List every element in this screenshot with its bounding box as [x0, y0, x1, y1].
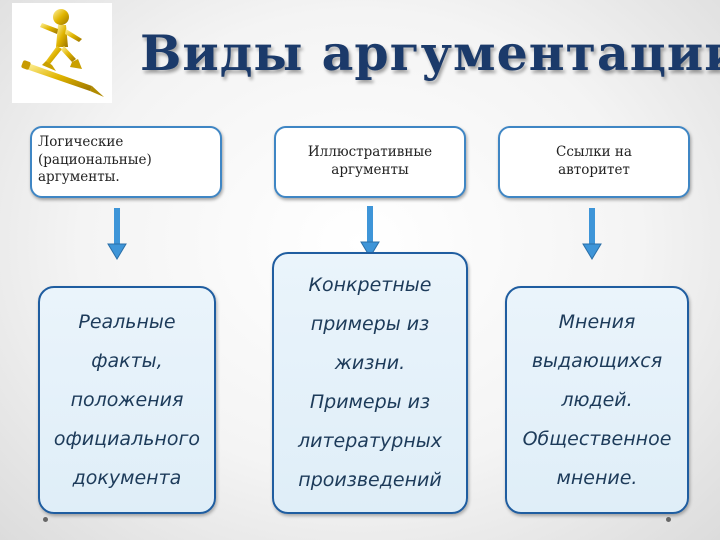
box-text-line: Иллюстративные — [307, 144, 433, 161]
box-text-line: Конкретные — [308, 274, 432, 296]
box-text-line: жизни. — [334, 352, 406, 374]
box-text-line: Реальные — [78, 310, 176, 333]
figure-riding-pencil-icon — [21, 9, 104, 97]
box-text-line: литературных — [298, 430, 442, 452]
box-text-line: Примеры из — [309, 391, 431, 413]
box-text-line: Логические — [38, 134, 124, 150]
arrow-down-icon — [107, 208, 127, 260]
box-text-line: Ссылки на — [556, 144, 632, 161]
category-box-authority: Ссылки на авторитет — [498, 126, 690, 198]
arrow-down-icon — [582, 208, 602, 260]
detail-box-opinions: Мнения выдающихся людей. Общественное мн… — [505, 286, 689, 514]
box-text-line: Мнения — [558, 310, 636, 333]
box-text-line: мнение. — [556, 466, 638, 489]
box-text-line: факты, — [91, 349, 163, 372]
box-text-line: (рациональные) — [38, 151, 152, 168]
decorative-dot — [43, 517, 48, 522]
box-text-line: положения — [70, 388, 184, 411]
page-title: Виды аргументации — [140, 24, 720, 82]
box-text-line: аргументы. — [38, 169, 120, 186]
box-text-line: официального — [53, 427, 201, 450]
category-box-logical: Логические (рациональные) аргументы. — [30, 126, 222, 198]
box-text-line: документа — [72, 466, 182, 489]
box-text-line: людей. — [561, 388, 633, 411]
box-text-line: аргументы — [331, 162, 409, 178]
box-text-line: выдающихся — [531, 349, 663, 372]
box-text-line: произведений — [298, 469, 442, 491]
detail-box-facts: Реальные факты, положения официального д… — [38, 286, 216, 514]
category-box-illustrative: Иллюстративные аргументы — [274, 126, 466, 198]
decorative-dot — [666, 517, 671, 522]
box-text-line: примеры из — [310, 313, 430, 335]
logo — [12, 3, 112, 103]
box-text-line: Общественное — [522, 427, 672, 450]
arrow-down-icon — [360, 206, 380, 258]
detail-box-examples: Конкретные примеры из жизни. Примеры из … — [272, 252, 468, 514]
box-text-line: авторитет — [558, 162, 630, 178]
